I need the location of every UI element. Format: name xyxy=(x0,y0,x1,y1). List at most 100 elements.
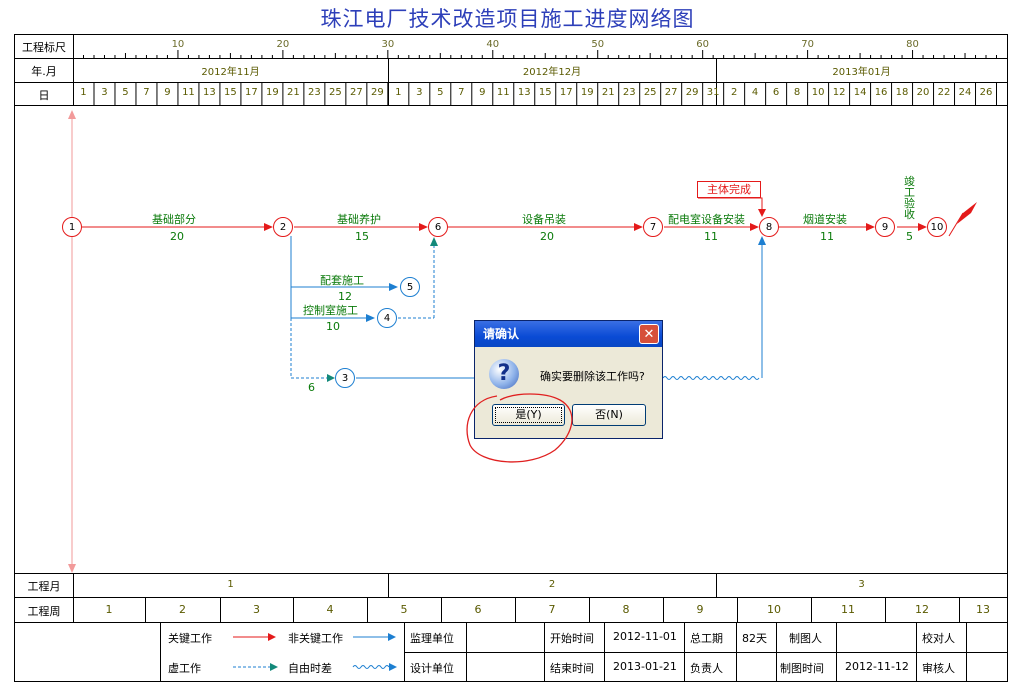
week-cell: 12 xyxy=(915,603,929,616)
day-cell: 13 xyxy=(203,87,216,98)
day-cell: 1 xyxy=(395,87,402,98)
checker-label: 校对人 xyxy=(922,632,955,645)
scale-tick-label: 70 xyxy=(801,39,814,50)
activity-name[interactable]: 烟道安装 xyxy=(803,213,847,226)
day-cell: 9 xyxy=(479,87,486,98)
activity-duration: 12 xyxy=(338,290,352,303)
day-cell: 9 xyxy=(164,87,171,98)
node-10[interactable]: 10 xyxy=(927,217,947,237)
activity-name[interactable]: 配电室设备安装 xyxy=(668,213,745,226)
no-button[interactable]: 否(N) xyxy=(572,404,646,426)
day-cell: 7 xyxy=(458,87,465,98)
day-cell: 13 xyxy=(517,87,531,98)
duration-label: 总工期 xyxy=(690,632,723,645)
day-cell: 17 xyxy=(245,87,258,98)
dialog-title: 请确认 xyxy=(475,321,662,347)
day-cell: 31 xyxy=(706,87,720,98)
period-row-label: 工程月 xyxy=(27,580,61,593)
day-cell: 11 xyxy=(496,87,510,98)
node-3[interactable]: 3 xyxy=(335,368,355,388)
day-cell: 7 xyxy=(143,87,150,98)
period-1: 1 xyxy=(227,579,234,590)
month-dec: 2012年12月 xyxy=(522,67,582,78)
yes-button[interactable]: 是(Y) xyxy=(492,404,565,426)
scale-tick-label: 50 xyxy=(591,39,605,50)
dialog-message: 确实要删除该工作吗? xyxy=(540,370,645,383)
week-cell: 9 xyxy=(696,603,704,616)
legend-dummy: 虚工作 xyxy=(168,662,201,675)
day-cell: 3 xyxy=(101,87,108,98)
day-cell: 5 xyxy=(122,87,129,98)
start-label: 开始时间 xyxy=(550,632,594,645)
node-8[interactable]: 8 xyxy=(759,217,779,237)
day-cell: 23 xyxy=(622,87,636,98)
activity-name[interactable]: 配套施工 xyxy=(320,274,364,287)
day-cell: 27 xyxy=(349,87,363,98)
node-6[interactable]: 6 xyxy=(428,217,448,237)
day-cell: 17 xyxy=(559,87,573,98)
activity-name[interactable]: 设备吊装 xyxy=(522,213,566,226)
close-button[interactable]: ✕ xyxy=(639,324,659,344)
week-cell: 2 xyxy=(179,603,186,616)
week-cell: 5 xyxy=(400,603,408,616)
day-cell: 15 xyxy=(538,87,552,98)
question-icon: ? xyxy=(489,359,519,389)
week-cell: 10 xyxy=(767,603,781,616)
day-cell: 19 xyxy=(266,87,279,98)
week-cell: 11 xyxy=(841,603,855,616)
node-9[interactable]: 9 xyxy=(875,217,895,237)
period-2: 2 xyxy=(548,579,556,590)
activity-name[interactable]: 基础养护 xyxy=(337,213,381,226)
scale-tick-label: 20 xyxy=(276,39,290,50)
node-2[interactable]: 2 xyxy=(273,217,293,237)
activity-duration: 20 xyxy=(170,230,184,243)
legend-designer: 设计单位 xyxy=(410,662,454,675)
end-value: 2013-01-21 xyxy=(613,660,677,673)
day-cell: 19 xyxy=(580,87,594,98)
scale-tick-label: 10 xyxy=(171,39,185,50)
day-cell: 8 xyxy=(793,87,801,98)
day-cell: 20 xyxy=(916,87,930,98)
legend-noncritical: 非关键工作 xyxy=(288,632,343,645)
week-cell: 8 xyxy=(622,603,630,616)
activity-name[interactable]: 控制室施工 xyxy=(303,304,358,317)
activity-duration: 10 xyxy=(326,320,340,333)
legend-supervisor: 监理单位 xyxy=(410,632,454,645)
node-5[interactable]: 5 xyxy=(400,277,420,297)
week-cell: 4 xyxy=(326,603,334,616)
week-cell: 13 xyxy=(976,603,990,616)
scale-tick-label: 40 xyxy=(486,39,500,50)
month-row-label: 年.月 xyxy=(31,65,57,78)
activity-duration: 6 xyxy=(308,381,315,394)
day-cell: 3 xyxy=(416,87,423,98)
start-value: 2012-11-01 xyxy=(613,630,677,643)
activity-duration: 11 xyxy=(820,230,834,243)
activity-name[interactable]: 竣工验收 xyxy=(904,175,915,221)
day-cell: 1 xyxy=(80,87,87,98)
reviewer-label: 审核人 xyxy=(922,662,955,675)
duration-value: 82天 xyxy=(742,632,767,645)
legend-float: 自由时差 xyxy=(288,662,332,675)
day-cell: 25 xyxy=(328,87,342,98)
draw-time-value: 2012-11-12 xyxy=(845,660,909,673)
scale-tick-label: 80 xyxy=(906,39,919,50)
day-cell: 18 xyxy=(895,87,909,98)
day-cell: 22 xyxy=(937,87,951,98)
activity-duration: 15 xyxy=(355,230,369,243)
scale-row-label: 工程标尺 xyxy=(22,41,66,54)
activity-name[interactable]: 基础部分 xyxy=(152,213,196,226)
milestone-label[interactable]: 主体完成 xyxy=(697,181,761,198)
period-3: 3 xyxy=(858,579,865,590)
chart-title: 珠江电厂技术改造项目施工进度网络图 xyxy=(320,7,695,31)
node-1[interactable]: 1 xyxy=(62,217,82,237)
draw-time-label: 制图时间 xyxy=(780,662,824,675)
node-7[interactable]: 7 xyxy=(643,217,663,237)
day-cell: 11 xyxy=(182,87,195,98)
day-cell: 21 xyxy=(601,87,615,98)
node-4[interactable]: 4 xyxy=(377,308,397,328)
day-cell: 29 xyxy=(370,87,384,98)
scale-tick-label: 30 xyxy=(381,39,395,50)
day-cell: 24 xyxy=(958,87,972,98)
owner-label: 负责人 xyxy=(690,662,723,675)
